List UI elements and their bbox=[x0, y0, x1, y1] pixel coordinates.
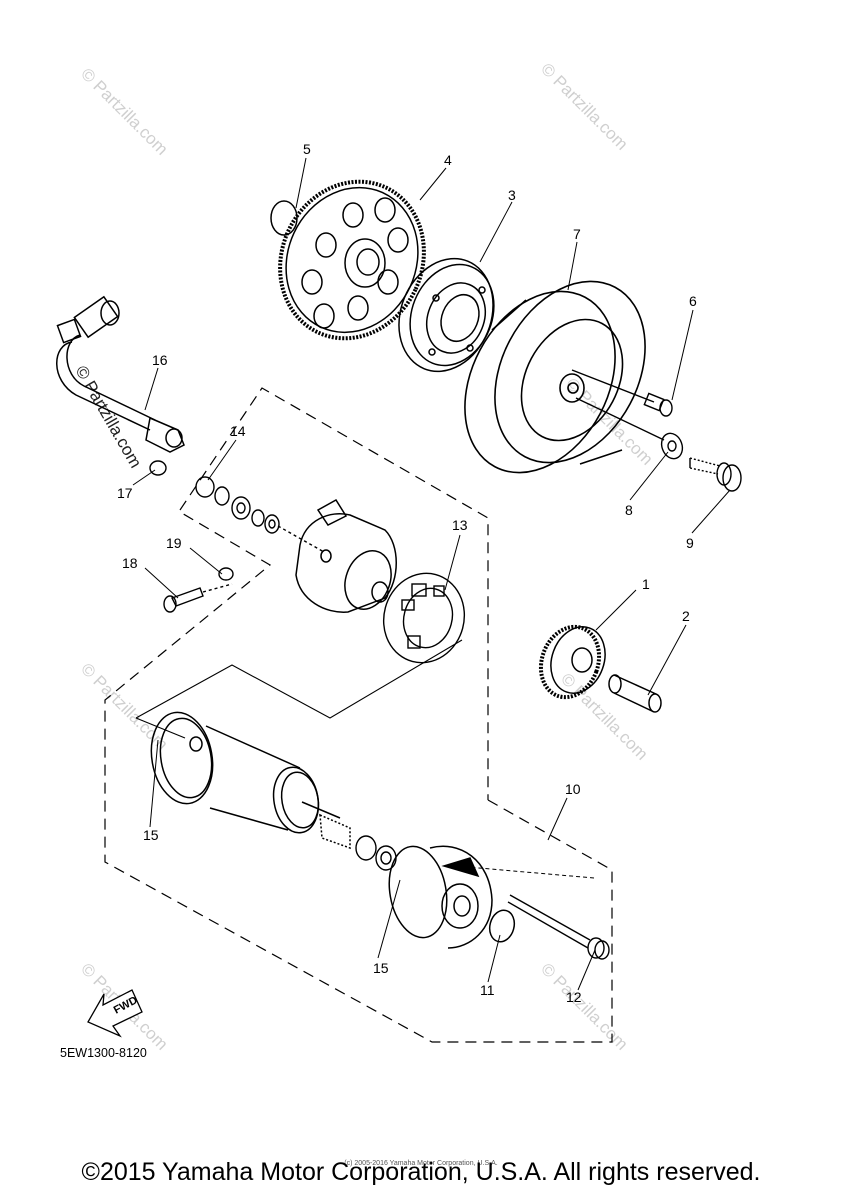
starter-gear-4 bbox=[278, 179, 426, 341]
fwd-arrow-icon: FWD bbox=[87, 989, 143, 1038]
callout-1: 1 bbox=[642, 576, 650, 592]
callout-15: 15 bbox=[373, 960, 389, 976]
assembly-outline bbox=[104, 387, 613, 1043]
washer-8 bbox=[575, 397, 684, 460]
callout-19: 19 bbox=[166, 535, 182, 551]
callout-7: 7 bbox=[573, 226, 581, 242]
callout-12: 12 bbox=[566, 989, 582, 1005]
callout-11: 11 bbox=[480, 982, 495, 998]
callout-16: 16 bbox=[152, 352, 168, 368]
one-way-clutch-3 bbox=[398, 257, 495, 373]
diagram-code: 5EW1300-8120 bbox=[60, 1046, 147, 1060]
bolt-18 bbox=[163, 583, 233, 613]
callout-18: 18 bbox=[122, 555, 138, 571]
watermark: © Partzilla.com bbox=[72, 363, 146, 472]
front-cover bbox=[388, 845, 493, 949]
through-bolt-12 bbox=[507, 894, 610, 960]
flange-bolt-9 bbox=[689, 457, 742, 492]
callout-3: 3 bbox=[508, 187, 516, 203]
starter-yoke-15 bbox=[150, 711, 351, 850]
starter-lead-16 bbox=[56, 295, 185, 453]
callout-13: 13 bbox=[452, 517, 468, 533]
watermarks: © Partzilla.com © Partzilla.com © Partzi… bbox=[72, 59, 657, 1053]
brush-holder-13 bbox=[382, 572, 466, 664]
callout-15: 15 bbox=[143, 827, 159, 843]
watermark: © Partzilla.com bbox=[77, 64, 171, 158]
o-ring-11 bbox=[488, 909, 516, 943]
idler-gear-1 bbox=[538, 624, 606, 700]
callout-5: 5 bbox=[303, 141, 311, 157]
copyright-notice: ©2015 Yamaha Motor Corporation, U.S.A. A… bbox=[81, 1158, 761, 1186]
nut-17 bbox=[149, 460, 215, 498]
watermark: © Partzilla.com bbox=[557, 669, 651, 763]
callout-10: 10 bbox=[565, 781, 581, 797]
callout-labels: 1 2 3 4 5 6 7 8 9 10 11 12 13 14 15 15 1… bbox=[117, 141, 697, 1005]
rotor-7 bbox=[464, 280, 646, 474]
small-copyright: (c) 2005-2016 Yamaha Motor Corporation, … bbox=[344, 1160, 498, 1167]
callout-8: 8 bbox=[625, 502, 633, 518]
brush-group-outline bbox=[135, 639, 463, 739]
callout-9: 9 bbox=[686, 535, 694, 551]
callout-2: 2 bbox=[682, 608, 690, 624]
callout-6: 6 bbox=[689, 293, 697, 309]
rear-cover bbox=[295, 498, 397, 613]
assembly-outline-main bbox=[104, 511, 613, 1043]
bolt-6 bbox=[571, 369, 673, 417]
shaft-washers bbox=[355, 835, 397, 871]
callout-4: 4 bbox=[444, 152, 452, 168]
shaft-2 bbox=[608, 674, 662, 713]
watermark: © Partzilla.com bbox=[537, 959, 631, 1053]
callout-17: 17 bbox=[117, 485, 133, 501]
callout-14: 14 bbox=[230, 423, 246, 439]
washer-5 bbox=[270, 200, 298, 236]
watermark: © Partzilla.com bbox=[537, 59, 631, 153]
assembly-outline-upper bbox=[179, 387, 489, 800]
washer-19 bbox=[218, 567, 234, 581]
